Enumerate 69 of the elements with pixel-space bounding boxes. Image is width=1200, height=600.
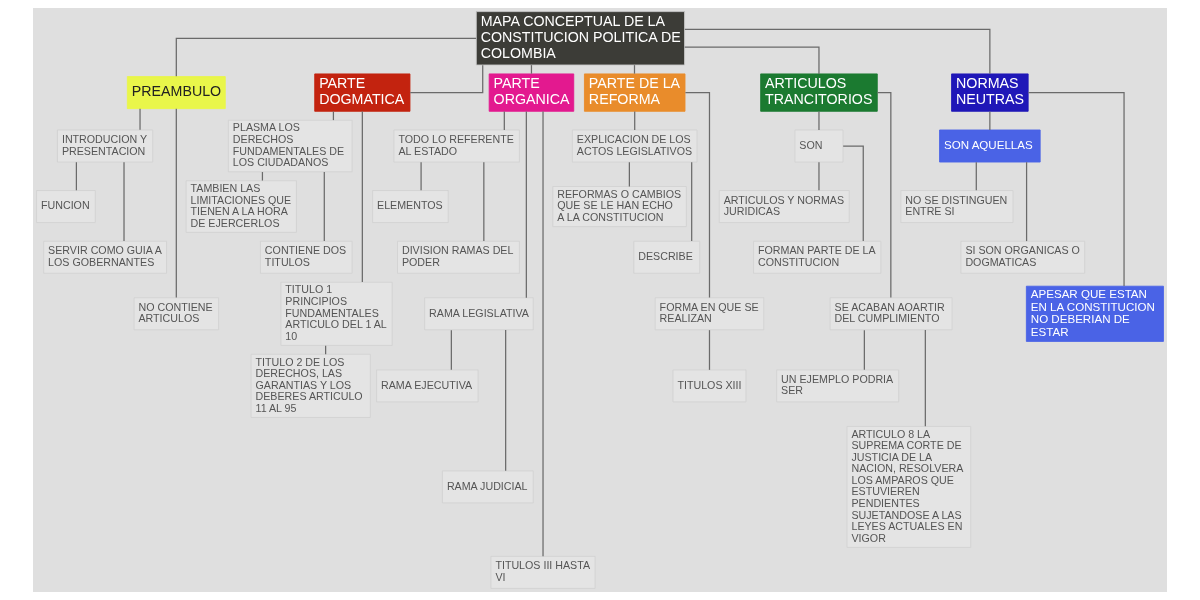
node-box: SERVIR COMO GUIA A LOS GOBERNANTES bbox=[43, 240, 167, 274]
connector bbox=[483, 161, 485, 242]
connector bbox=[75, 161, 77, 191]
node-box: FORMA EN QUE SE REALIZAN bbox=[654, 297, 765, 331]
node-box: CONTIENE DOS TITULOS bbox=[259, 240, 353, 274]
node-box: PREAMBULO bbox=[126, 76, 226, 110]
node-box: FUNCION bbox=[36, 190, 96, 223]
node-box: SON AQUELLAS bbox=[939, 129, 1041, 163]
node-box: REFORMAS O CAMBIOS QUE SE LE HAN ECHO A LA CONSTITUCION bbox=[552, 186, 687, 227]
connector bbox=[691, 161, 693, 242]
connector bbox=[634, 110, 636, 131]
connector bbox=[503, 110, 505, 131]
connector bbox=[139, 108, 141, 131]
connector bbox=[525, 110, 527, 299]
node-box: APESAR QUE ESTAN EN LA CONSTITUCION NO DEBERIAN DE ESTAR bbox=[1025, 285, 1164, 342]
connector bbox=[818, 161, 820, 191]
node-box: UN EJEMPLO PODRIA SER bbox=[776, 369, 900, 403]
connector bbox=[505, 329, 507, 472]
node-box: TITULOS XIII bbox=[672, 369, 747, 403]
connector bbox=[175, 37, 477, 77]
node-box: ELEMENTOS bbox=[372, 190, 449, 223]
connector bbox=[1025, 161, 1028, 242]
node-box: PLASMA LOS DERECHOS FUNDAMENTALES DE LOS CIUDADANOS bbox=[227, 119, 353, 173]
connector bbox=[542, 110, 544, 557]
node-box: RAMA LEGISLATIVA bbox=[424, 297, 534, 331]
node-box: DESCRIBE bbox=[633, 240, 701, 274]
node-box: SE ACABAN AOARTIR DEL CUMPLIMIENTO bbox=[829, 297, 953, 331]
node-box: RAMA EJECUTIVA bbox=[376, 369, 479, 403]
node-box: TITULOS III HASTA VI bbox=[490, 555, 596, 589]
connector bbox=[708, 329, 711, 371]
connector bbox=[684, 28, 991, 75]
connector bbox=[409, 64, 484, 94]
node-box: NORMAS NEUTRAS bbox=[951, 73, 1029, 112]
node-box: NO CONTIENE ARTICULOS bbox=[133, 297, 220, 331]
connector bbox=[842, 145, 864, 242]
node-box: NO SE DISTINGUEN ENTRE SI bbox=[900, 190, 1014, 223]
connector bbox=[975, 161, 977, 191]
connector bbox=[323, 171, 325, 242]
connector bbox=[924, 329, 926, 427]
connector bbox=[450, 329, 452, 371]
node-box: SI SON ORGANICAS O DOGMATICAS bbox=[960, 240, 1086, 274]
connector bbox=[818, 110, 820, 131]
connector bbox=[684, 91, 711, 299]
node-box: FORMAN PARTE DE LA CONSTITUCION bbox=[753, 240, 882, 274]
node-box: TITULO 2 DE LOS DERECHOS, LAS GARANTIAS Y LOS DEBERES ARTICULO 11 AL 95 bbox=[250, 353, 371, 418]
node-box: PARTE DOGMATICA bbox=[314, 73, 411, 112]
connector bbox=[361, 110, 363, 283]
connector bbox=[628, 161, 630, 187]
node-box: TAMBIEN LAS LIMITACIONES QUE TIENEN A LA HORA DE EJERCERLOS bbox=[185, 180, 297, 233]
node-box: TITULO 1 PRINCIPIOS FUNDAMENTALES ARTICULO DEL 1 AL 10 bbox=[280, 281, 393, 346]
connector bbox=[684, 46, 820, 75]
connector bbox=[123, 161, 125, 242]
node-box: RAMA JUDICIAL bbox=[442, 470, 534, 504]
node-box: EXPLICACION DE LOS ACTOS LEGISLATIVOS bbox=[571, 129, 698, 163]
connector bbox=[863, 329, 865, 371]
node-box: PARTE ORGANICA bbox=[488, 73, 575, 112]
node-box: MAPA CONCEPTUAL DE LA CONSTITUCION POLITICA DE COLOMBIA bbox=[475, 11, 685, 66]
node-box: TODO LO REFERENTE AL ESTADO bbox=[393, 129, 520, 163]
node-box: DIVISION RAMAS DEL PODER bbox=[397, 240, 520, 274]
node-box: ARTICULO 8 LA SUPREMA CORTE DE JUSTICIA DE LA NACION, RESOLVERA LOS AMPAROS QUE ESTUVIEREN PENDIENTES SUJETANDOSE A LAS LEYES ACTUALES EN VIGOR bbox=[846, 425, 972, 548]
connector bbox=[1027, 91, 1125, 287]
node-box: PARTE DE LA REFORMA bbox=[583, 73, 686, 112]
connector bbox=[420, 161, 422, 191]
node-box: ARTICULOS TRANCITORIOS bbox=[760, 73, 878, 112]
connector bbox=[989, 110, 991, 131]
node-box: SON bbox=[794, 129, 844, 163]
node-box: ARTICULOS Y NORMAS JURIDICAS bbox=[718, 190, 850, 223]
node-box: INTRODUCION Y PRESENTACION bbox=[57, 129, 154, 163]
connector bbox=[175, 108, 177, 299]
